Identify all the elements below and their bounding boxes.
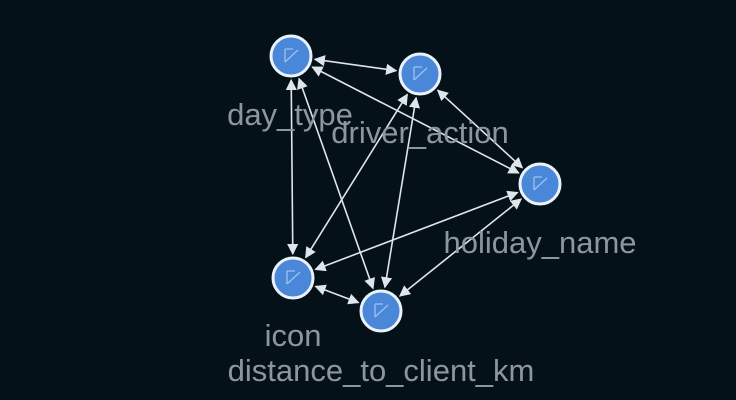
node-label-holiday_name: holiday_name [443,225,636,260]
node-arrow-icon [284,48,299,63]
edge-holiday_name-distance_to_client_km [398,198,523,297]
node-distance_to_client_km[interactable] [359,289,403,333]
node-icon[interactable] [271,256,315,300]
edge-day_type-icon [285,78,299,256]
node-driver_action[interactable] [398,52,442,96]
node-label-driver_action: driver_action [331,115,508,150]
edge-icon-distance_to_client_km [314,284,360,305]
node-label-distance_to_client_km: distance_to_client_km [228,353,535,388]
node-arrow-icon [413,66,428,81]
node-day_type[interactable] [269,34,313,78]
edge-day_type-driver_action [313,55,398,75]
node-arrow-icon [374,303,389,318]
edge-driver_action-holiday_name [436,89,524,169]
node-arrow-icon [533,176,548,191]
node-label-icon: icon [265,318,322,353]
node-arrow-icon [286,270,301,285]
node-label-day_type: day_type [227,97,353,132]
edges-layer [285,55,524,305]
nodes-layer [269,34,562,333]
node-holiday_name[interactable] [518,162,562,206]
